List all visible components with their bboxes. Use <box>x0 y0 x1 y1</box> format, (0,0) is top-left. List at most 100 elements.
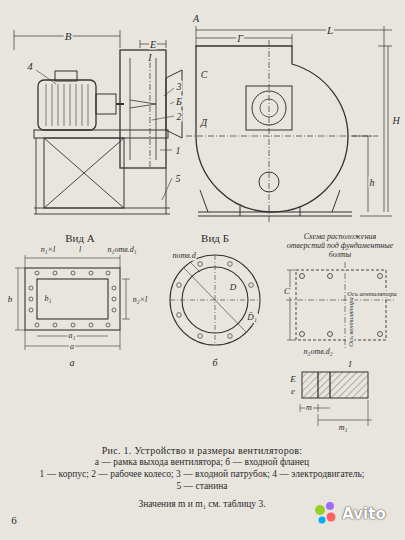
dimension-label: I <box>348 360 353 370</box>
dimension-lines-front <box>352 136 372 212</box>
detail-i <box>318 372 330 398</box>
stand-side <box>34 130 168 138</box>
bolt-holes <box>378 274 383 279</box>
detail-i <box>300 372 372 426</box>
dimension-label: Е <box>289 375 297 385</box>
motor <box>38 80 96 130</box>
dimension-label: D <box>229 283 238 293</box>
dimension-label: n₃отв.d₂ <box>303 348 334 357</box>
dimension-label: е <box>290 387 296 397</box>
dimension-label: 2 <box>176 111 183 122</box>
bolt-holes <box>300 274 383 337</box>
frame-holes <box>29 297 33 301</box>
frame-holes <box>29 271 116 327</box>
caption-text: 1 — корпус; 2 — рабочее колесо; 3 — вход… <box>39 469 366 479</box>
avito-logo <box>315 502 336 524</box>
flange-holes <box>228 334 233 339</box>
casing-side <box>130 58 156 160</box>
bolt-holes <box>328 274 333 279</box>
caption-text: 5 — станина <box>175 481 228 491</box>
casing-side <box>120 50 182 168</box>
dimension-label: h <box>369 177 376 188</box>
frame-holes <box>112 308 116 312</box>
motor <box>55 71 77 81</box>
bolt-scheme <box>287 270 296 340</box>
flange-holes <box>249 283 254 288</box>
avito-logo <box>319 517 326 524</box>
avito-logo <box>315 505 325 515</box>
dimension-label: А <box>192 13 200 24</box>
dimension-lines-front <box>196 26 392 212</box>
dimension-label: Б <box>175 96 183 107</box>
frame-holes <box>71 323 75 327</box>
flange-holes <box>198 334 203 339</box>
dimension-label: Схема расположения отверстий под фундаме… <box>283 233 397 259</box>
frame-holes <box>71 271 75 275</box>
dimension-lines-front <box>196 34 292 46</box>
frame-holes <box>35 271 39 275</box>
leaders-side <box>36 70 56 84</box>
inlet-flange <box>170 255 260 345</box>
dimension-lines-a <box>15 255 120 330</box>
dimension-label: L <box>326 24 334 36</box>
motor <box>46 84 88 126</box>
motor <box>96 94 116 114</box>
dimension-label: В <box>64 30 73 42</box>
dimension-label: m <box>305 404 313 413</box>
casing-side <box>120 50 166 168</box>
dimension-label: n₁×l <box>40 246 56 255</box>
frame-holes <box>106 271 110 275</box>
dimension-lines-front <box>360 46 392 216</box>
outlet-frame <box>37 279 108 319</box>
casing-front <box>196 46 348 212</box>
dimension-label: l <box>78 246 82 255</box>
leaders-side <box>152 116 174 120</box>
leaders-side <box>36 70 174 200</box>
dimension-label: б <box>211 357 218 368</box>
motor <box>38 71 124 130</box>
dimension-lines-front <box>186 40 378 222</box>
dimension-lines-front <box>186 26 392 222</box>
stand-side <box>34 130 170 214</box>
dimension-label: Д <box>200 117 208 128</box>
caption-text: а — рамка выхода вентилятора; б — входно… <box>94 457 310 467</box>
inlet-flange <box>170 255 260 345</box>
dimension-label: 3 <box>176 81 183 92</box>
dimension-lines-side <box>14 30 166 50</box>
bolt-holes <box>378 332 383 337</box>
caption-text: Значения m и m₁ см. таблицу 3. <box>137 499 266 509</box>
dimension-label: С <box>283 287 291 297</box>
flange-holes <box>177 313 182 318</box>
stand-side <box>34 138 170 214</box>
dimension-label: D₁ <box>246 313 258 323</box>
dimension-label: a₁ <box>68 332 77 341</box>
dimension-label: a <box>69 343 75 352</box>
bolt-scheme <box>286 262 396 350</box>
leaders-side <box>164 88 174 96</box>
leaders-side <box>160 150 172 151</box>
dimension-lines-side <box>150 62 151 168</box>
bolt-scheme <box>286 262 396 350</box>
frame-holes <box>112 297 116 301</box>
dimension-label: а <box>69 357 76 368</box>
dimension-label: nотв.d <box>171 252 196 261</box>
leaders-side <box>170 102 174 104</box>
dimension-label: m₁ <box>338 424 349 433</box>
flange-holes <box>177 283 182 288</box>
dimension-label: 5 <box>175 173 182 184</box>
frame-holes <box>112 286 116 290</box>
figure-caption: Рис. 1. Устройство и размеры вентиляторо… <box>101 445 304 456</box>
dimension-lines-b <box>170 255 260 345</box>
frame-holes <box>106 323 110 327</box>
dimension-lines-a <box>122 279 130 319</box>
dimension-label: 4 <box>26 60 34 72</box>
leaders-side <box>162 178 172 200</box>
dimension-lines-a <box>15 255 130 350</box>
frame-holes <box>53 323 57 327</box>
dimension-label: n₂×l <box>132 296 148 305</box>
dimension-label: 1 <box>175 145 182 156</box>
dimension-label: H <box>391 115 400 126</box>
frame-holes <box>29 286 33 290</box>
dimension-lines-side <box>14 30 166 168</box>
